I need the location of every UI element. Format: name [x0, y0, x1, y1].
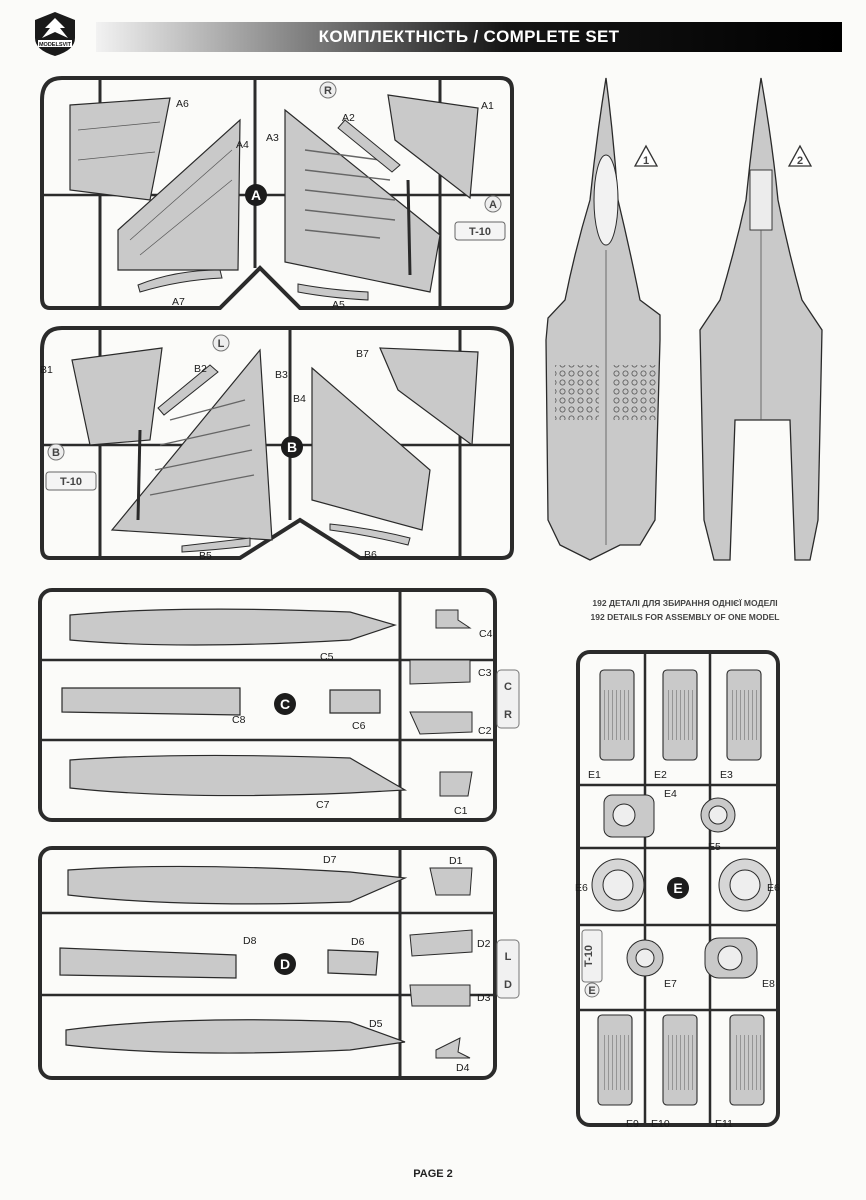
part-c6: C6: [352, 720, 366, 732]
part-e1: E1: [588, 769, 601, 781]
sprue-b-mark: L: [218, 338, 225, 350]
part-d2: D2: [477, 938, 491, 950]
sprue-c: C C R C1 C2 C3 C4 C5 C6 C7 C8: [38, 588, 520, 822]
part-b3: B3: [275, 369, 288, 381]
part-e4: E4: [664, 788, 677, 800]
sprue-e: E T-10 E E1 E2 E3 E4 E5 E6 E6 E7 E8 E9 E…: [575, 650, 780, 1130]
view-label-2: 2: [797, 155, 803, 167]
part-b7: B7: [356, 348, 369, 360]
part-a4: A4: [236, 139, 249, 151]
part-a1: A1: [481, 100, 494, 112]
sprue-b-letter: B: [287, 439, 297, 455]
part-e10: E10: [651, 1118, 670, 1130]
aircraft-view-top: [545, 77, 661, 561]
part-c1: C1: [454, 805, 468, 817]
part-b4: B4: [293, 393, 306, 405]
sprue-a-mark: R: [324, 85, 332, 97]
part-e2: E2: [654, 769, 667, 781]
part-b2: B2: [194, 363, 207, 375]
svg-text:MODELSVIT: MODELSVIT: [39, 42, 72, 48]
part-b6: B6: [364, 549, 377, 561]
part-e8: E8: [762, 978, 775, 990]
page-header: MODELSVIT КОМПЛЕКТНІСТЬ / COMPLETE SET: [0, 10, 866, 58]
part-e5: E5: [708, 841, 721, 853]
part-b1: B1: [40, 364, 53, 376]
part-c5: C5: [320, 651, 334, 663]
part-a3: A3: [266, 132, 279, 144]
sprue-b: B T-10 B L B1 B2 B3 B4 B5 B6 B7: [40, 326, 514, 562]
view-label-1: 1: [643, 155, 649, 167]
part-d8: D8: [243, 935, 257, 947]
page-number: PAGE 2: [413, 1168, 453, 1180]
part-b5: B5: [199, 550, 212, 562]
part-c3: C3: [478, 667, 492, 679]
sprue-d: D L D D1 D2 D3 D4 D5 D6 D7 D8: [38, 846, 520, 1080]
part-a2: A2: [342, 112, 355, 124]
modelsvit-logo: MODELSVIT: [35, 12, 75, 56]
sprue-d-tab-right: D: [504, 979, 512, 991]
sprue-e-mark: E: [588, 985, 595, 997]
part-d7: D7: [323, 854, 337, 866]
part-d4: D4: [456, 1062, 470, 1074]
part-d3: D3: [477, 992, 491, 1004]
caption-ukr: 192 ДЕТАЛІ ДЛЯ ЗБИРАННЯ ОДНІЄЇ МОДЕЛІ: [592, 598, 778, 608]
caption-eng: 192 DETAILS FOR ASSEMBLY OF ONE MODEL: [590, 612, 780, 622]
sprue-a: A T-10 A R A1 A2 A3 A4 A5 A6 A7: [40, 76, 514, 311]
page-title: КОМПЛЕКТНІСТЬ / COMPLETE SET: [318, 27, 620, 46]
sprue-d-letter: D: [280, 956, 290, 972]
part-a7: A7: [172, 296, 185, 308]
sprue-a-letter: A: [251, 187, 261, 203]
part-c8: C8: [232, 714, 246, 726]
part-e6-right: E6: [767, 882, 780, 894]
sprue-e-letter: E: [673, 880, 682, 896]
sprue-b-tag: T-10: [60, 476, 82, 488]
part-d1: D1: [449, 855, 463, 867]
part-a5: A5: [332, 299, 345, 311]
part-c4: C4: [479, 628, 493, 640]
sprue-c-tab-left: C: [504, 681, 512, 693]
part-c7: C7: [316, 799, 330, 811]
part-e7: E7: [664, 978, 677, 990]
part-e9: E9: [626, 1118, 639, 1130]
sprue-a-tag: T-10: [469, 226, 491, 238]
part-e3: E3: [720, 769, 733, 781]
title-banner: [96, 22, 842, 52]
sprue-d-tab-left: L: [505, 951, 512, 963]
sprue-c-tab-right: R: [504, 709, 512, 721]
sprue-e-tag: T-10: [583, 945, 595, 967]
part-e6-left: E6: [575, 882, 588, 894]
sprue-b-side: B: [52, 447, 60, 459]
aircraft-view-bottom: [699, 77, 823, 561]
sprue-a-side: A: [489, 199, 497, 211]
part-a6: A6: [176, 98, 189, 110]
part-c2: C2: [478, 725, 492, 737]
part-d5: D5: [369, 1018, 383, 1030]
sprue-c-letter: C: [280, 696, 290, 712]
part-e11: E11: [715, 1118, 733, 1130]
part-d6: D6: [351, 936, 365, 948]
